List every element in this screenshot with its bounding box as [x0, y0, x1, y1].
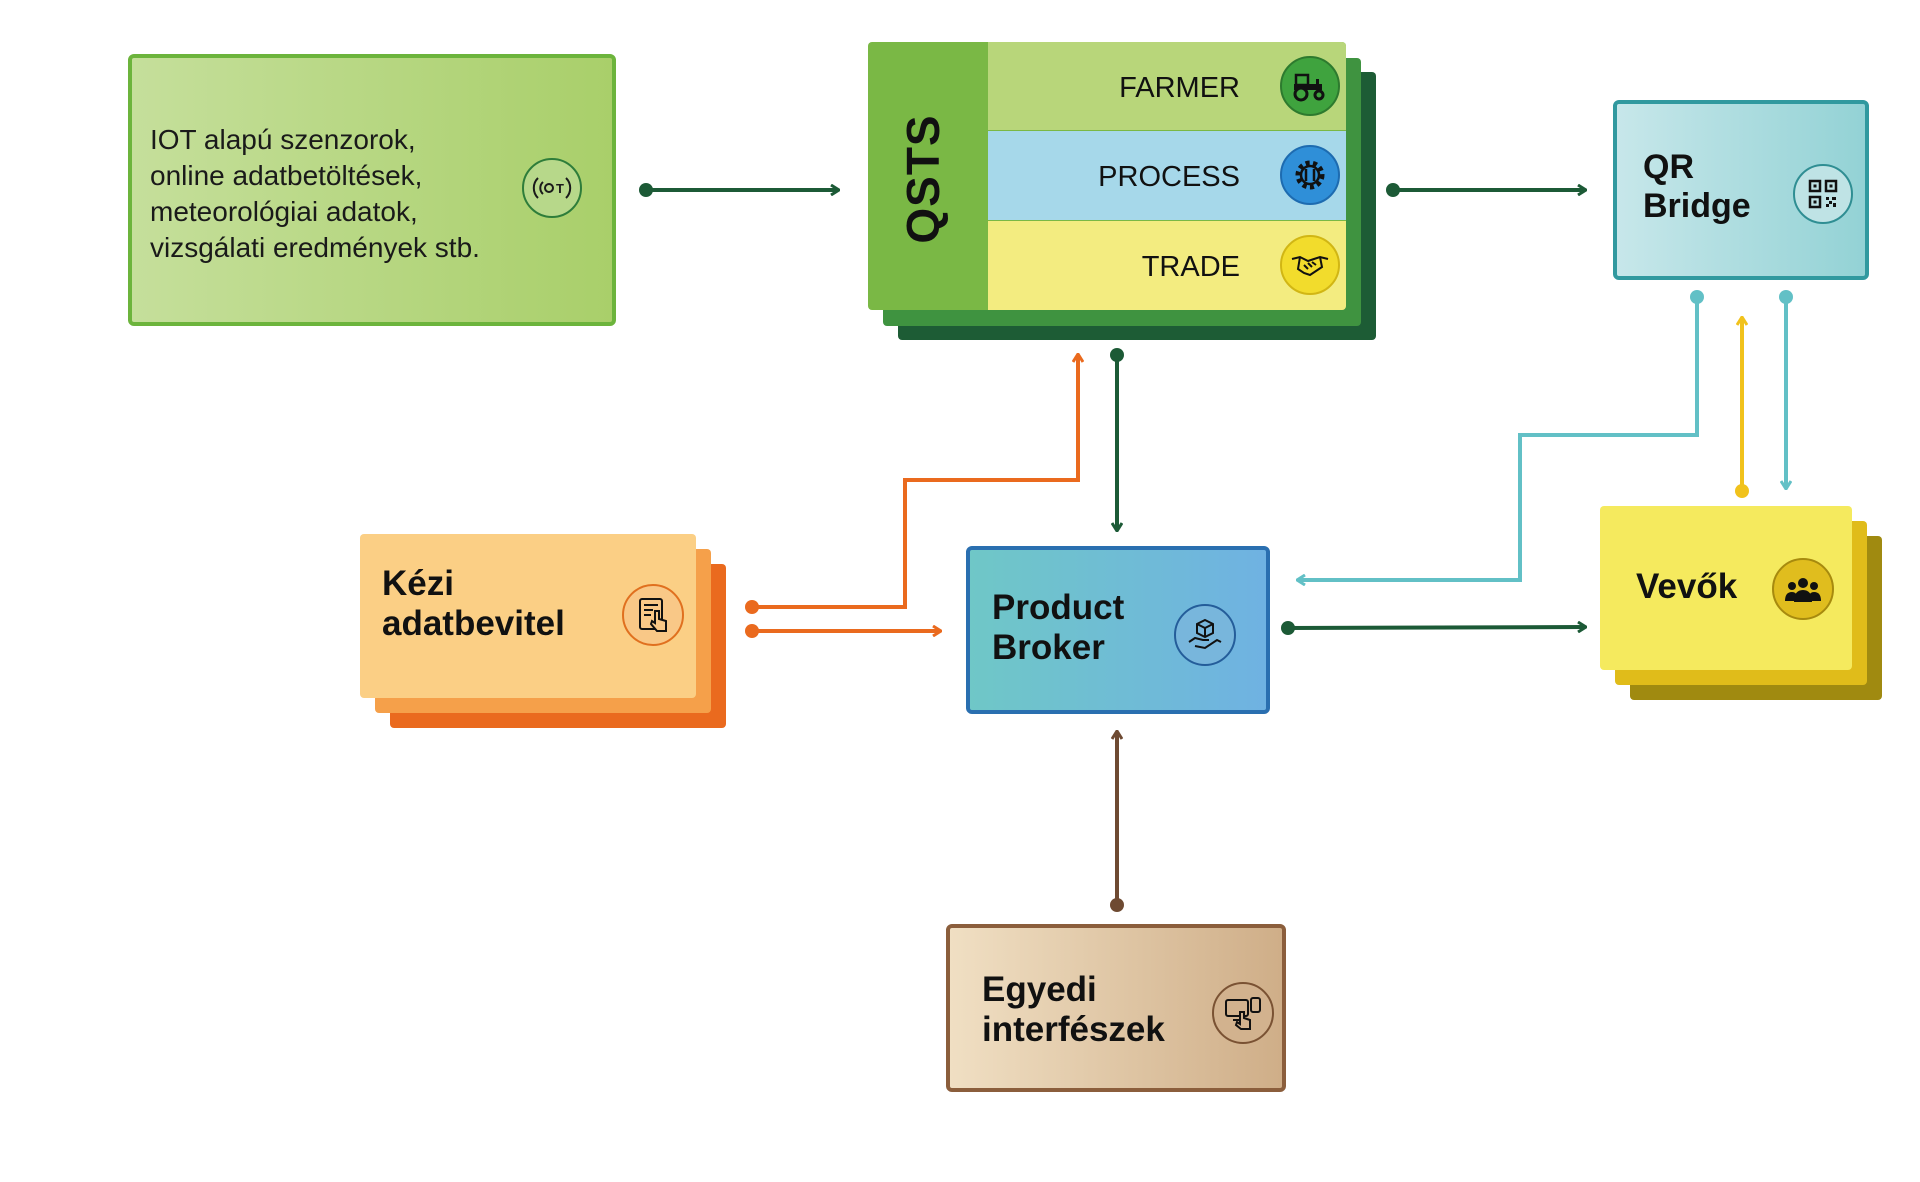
tractor-icon [1280, 56, 1340, 116]
kezi-line1: Kézi [382, 564, 454, 603]
tablet-touch-icon [622, 584, 684, 646]
qr-code-icon [1793, 164, 1853, 224]
qsts-row-label: FARMER [1119, 72, 1240, 104]
svg-text:T: T [556, 181, 564, 196]
qr-bridge-box: QR Bridge [1613, 100, 1869, 280]
qr-bridge-title: QR Bridge [1643, 148, 1751, 226]
arrow-qr-bridge-to-product-broker [1298, 290, 1704, 580]
egyedi-line2: interfészek [982, 1010, 1165, 1050]
kezi-title: Kézi adatbevitel [382, 564, 565, 645]
arrow-qsts-to-qr-bridge [1386, 183, 1585, 197]
arrow-kezi-to-qsts [745, 355, 1078, 614]
qsts-title: QSTS [897, 114, 949, 244]
handshake-icon [1280, 235, 1340, 295]
egyedi-line1: Egyedi [982, 970, 1097, 1009]
qsts-box: QSTS FARMER PROCESS TRADE [868, 42, 1346, 310]
kezi-box: Kézi adatbevitel [360, 534, 696, 698]
qsts-row-label: TRADE [1141, 251, 1240, 283]
product-broker-line1: Product [992, 588, 1125, 627]
iot-box: IOT alapú szenzorok, online adatbetöltés… [128, 54, 616, 326]
egyedi-box: Egyedi interfészek [946, 924, 1286, 1092]
qsts-row-process: PROCESS [988, 131, 1346, 220]
iot-line: IOT alapú szenzorok, [150, 124, 416, 155]
gear-icon [1280, 145, 1340, 205]
product-broker-title: Product Broker [992, 588, 1124, 669]
product-broker-box: Product Broker [966, 546, 1270, 714]
people-group-icon [1772, 558, 1834, 620]
arrow-vevok-to-qr-bridge [1735, 318, 1749, 498]
iot-line: online adatbetöltések, [150, 160, 423, 191]
vevok-title: Vevők [1636, 567, 1738, 606]
iot-line: meteorológiai adatok, [150, 196, 418, 227]
box-in-hand-icon [1174, 604, 1236, 666]
qr-bridge-line1: QR [1643, 148, 1694, 186]
arrow-product-broker-to-vevok [1281, 621, 1585, 635]
kezi-line2: adatbevitel [382, 604, 565, 644]
iot-text: IOT alapú szenzorok, online adatbetöltés… [150, 122, 480, 266]
qr-bridge-line2: Bridge [1643, 187, 1751, 226]
vevok-box: Vevők [1600, 506, 1852, 670]
arrow-egyedi-to-product-broker [1110, 732, 1124, 912]
arrow-qsts-to-product-broker [1110, 348, 1124, 530]
arrow-iot-to-qsts [639, 183, 838, 197]
iot-line: vizsgálati eredmények stb. [150, 232, 480, 263]
product-broker-line2: Broker [992, 628, 1105, 668]
interface-devices-icon [1212, 982, 1274, 1044]
qsts-row-label: PROCESS [1098, 161, 1240, 193]
iot-sensor-icon: T [522, 158, 582, 218]
arrow-qr-bridge-to-vevok [1779, 290, 1793, 488]
qsts-row-trade: TRADE [988, 221, 1346, 310]
arrow-kezi-to-product-broker [745, 624, 940, 638]
qsts-row-farmer: FARMER [988, 42, 1346, 130]
egyedi-title: Egyedi interfészek [982, 970, 1165, 1051]
